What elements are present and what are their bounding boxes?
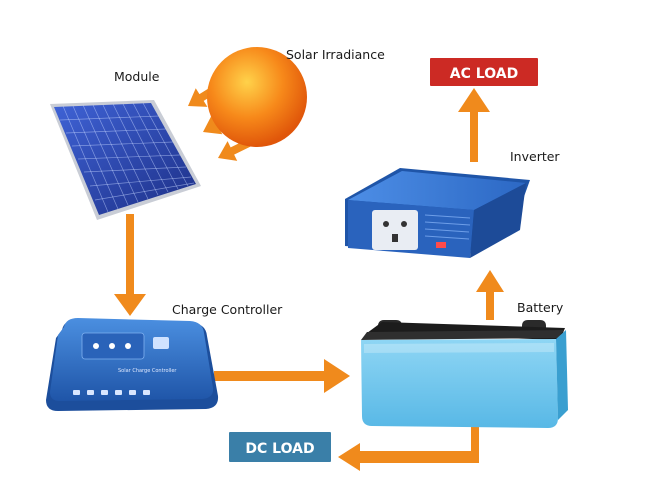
battery-label: Battery <box>517 300 564 315</box>
inverter-icon <box>345 168 530 258</box>
battery-icon <box>361 320 568 428</box>
inverter-label: Inverter <box>510 149 560 164</box>
charge-controller-label: Charge Controller <box>172 302 283 317</box>
dc-load-label: DC LOAD <box>245 441 314 457</box>
ac-load-tag: AC LOAD <box>430 58 538 86</box>
controller-to-battery-arrow <box>214 359 350 393</box>
battery-to-inverter-arrow <box>476 270 504 320</box>
controller-caption: Solar Charge Controller <box>118 368 177 374</box>
charge-controller-icon: Solar Charge Controller <box>46 318 219 411</box>
module-label: Module <box>114 69 160 84</box>
solar-panel-icon <box>50 100 201 220</box>
solar-irradiance-label: Solar Irradiance <box>286 47 385 62</box>
battery-to-dc-load-arrow <box>338 426 479 471</box>
module-to-controller-arrow <box>114 214 146 316</box>
ac-load-label: AC LOAD <box>450 66 518 82</box>
sun-icon <box>207 47 307 147</box>
inverter-to-ac-load-arrow <box>458 88 490 162</box>
dc-load-tag: DC LOAD <box>229 432 331 462</box>
